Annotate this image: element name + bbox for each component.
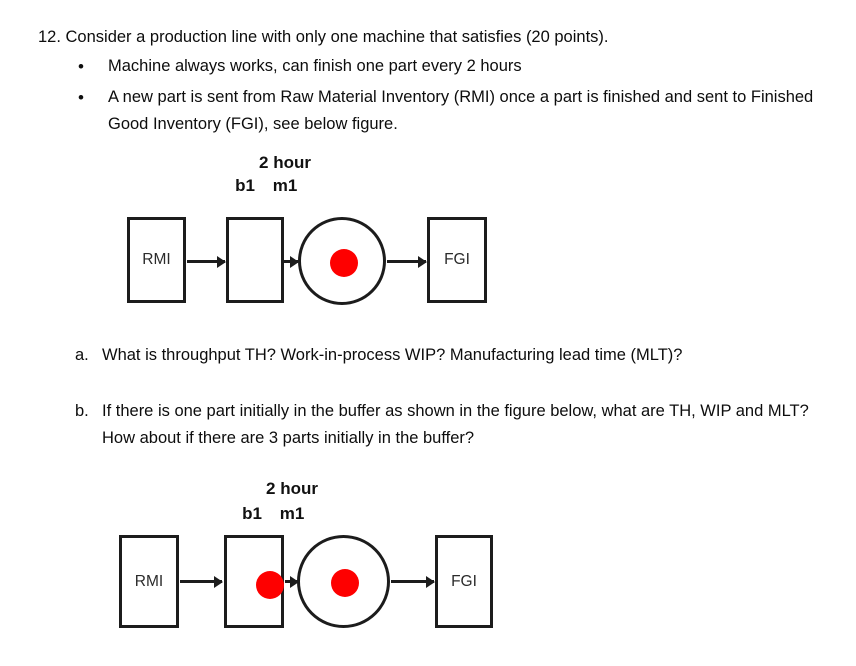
figure2-fgi-label: FGI (451, 572, 477, 590)
bullet-item: • A new part is sent from Raw Material I… (78, 84, 830, 138)
figure1-arrow-rmi-to-buffer (187, 260, 225, 263)
figure2-machine-part-dot (331, 569, 359, 597)
bullet-text: A new part is sent from Raw Material Inv… (108, 88, 814, 133)
figure1-rmi-box: RMI (127, 217, 186, 303)
figure2-machine-label: m1 (279, 504, 305, 523)
subquestion-a: a. What is throughput TH? Work-in-proces… (75, 342, 682, 369)
subquestion-b: b. If there is one part initially in the… (75, 398, 835, 452)
figure1-buffer-label: b1 (235, 176, 255, 195)
figure1-machine-time-label: 2 hour (259, 153, 311, 172)
figure2-arrow-rmi-to-buffer (180, 580, 222, 583)
question-number-line: 12. Consider a production line with only… (38, 28, 609, 46)
bullet-text: Machine always works, can finish one par… (108, 57, 522, 75)
bullet-marker-icon: • (78, 57, 84, 76)
figure1-fgi-label: FGI (444, 251, 470, 268)
figure1-buffer-box (226, 217, 284, 303)
figure2-rmi-box: RMI (119, 535, 179, 628)
figure1-arrow-buffer-to-machine (284, 260, 298, 263)
figure2-fgi-box: FGI (435, 535, 493, 628)
subquestion-b-label: b. (75, 402, 89, 420)
subquestion-a-label: a. (75, 346, 89, 364)
figure2-machine-circle (297, 535, 390, 628)
figure1-machine-part-dot (330, 249, 358, 277)
figure1-fgi-box: FGI (427, 217, 487, 303)
bullet-item: • Machine always works, can finish one p… (78, 53, 522, 80)
figure2-arrow-buffer-to-machine (285, 580, 298, 583)
figure2-buffer-box (224, 535, 284, 628)
subquestion-b-text: If there is one part initially in the bu… (102, 402, 809, 447)
figure2-arrow-machine-to-fgi (391, 580, 434, 583)
figure1-rmi-label: RMI (142, 251, 171, 268)
figure1-machine-label: m1 (272, 176, 298, 195)
figure1-machine-circle (298, 217, 386, 305)
figure2-machine-time-label: 2 hour (266, 479, 318, 498)
figure2-buffer-part-dot (256, 571, 284, 599)
bullet-marker-icon: • (78, 88, 84, 107)
figure2-rmi-label: RMI (134, 572, 164, 590)
figure1-arrow-machine-to-fgi (387, 260, 426, 263)
figure2-buffer-label: b1 (242, 504, 262, 523)
subquestion-a-text: What is throughput TH? Work-in-process W… (102, 346, 683, 364)
